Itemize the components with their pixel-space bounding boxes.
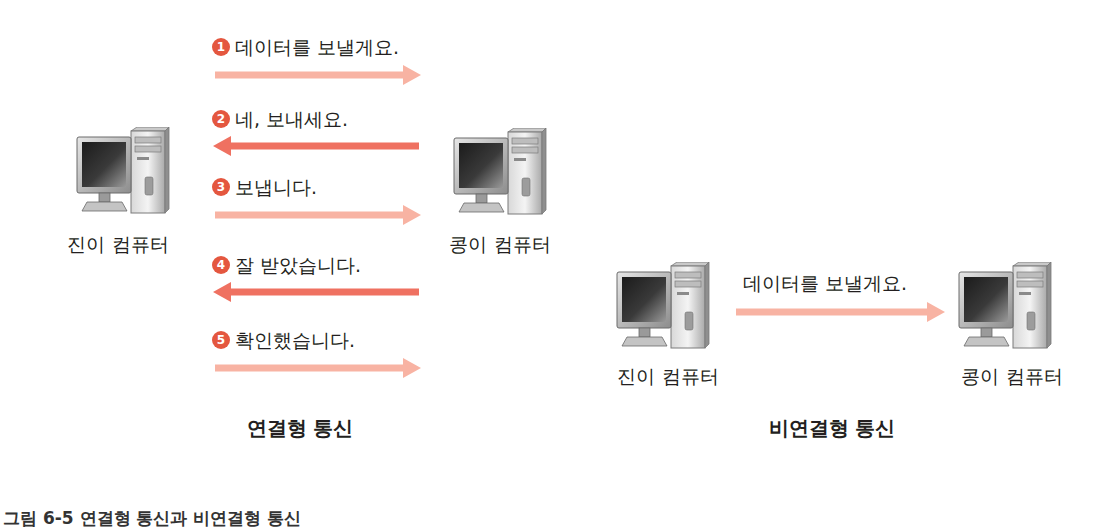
message-arrow: [231, 143, 419, 150]
callout-number: 4: [212, 256, 230, 274]
computer-node: 콩이 컴퓨터: [444, 124, 556, 256]
computer-label: 콩이 컴퓨터: [449, 233, 550, 256]
section-caption: 연결형 통신: [247, 416, 354, 440]
message-label: 데이터를 보낼게요.: [743, 272, 907, 295]
callout-number: 2: [212, 110, 230, 128]
message-label: 데이터를 보낼게요.: [235, 36, 399, 59]
computer-label: 진이 컴퓨터: [617, 365, 718, 388]
computer-icon: [77, 127, 169, 213]
message-arrow: [736, 309, 927, 316]
message-arrow: [215, 72, 403, 79]
message-arrow: [215, 212, 403, 219]
callout-number: 5: [212, 331, 230, 349]
computer-node: 진이 컴퓨터: [608, 258, 728, 388]
computer-label: 진이 컴퓨터: [67, 233, 168, 256]
computer-label: 콩이 컴퓨터: [961, 365, 1062, 388]
computer-node: 콩이 컴퓨터: [951, 258, 1073, 388]
computer-icon: [454, 128, 546, 214]
computer-icon: [617, 262, 709, 348]
message-arrow: [215, 365, 403, 372]
message-label: 보냅니다.: [235, 176, 317, 199]
computer-icon: [959, 262, 1051, 348]
callout-number: 1: [212, 38, 230, 56]
message-label: 네, 보내세요.: [235, 108, 348, 131]
section-caption: 비연결형 통신: [769, 416, 896, 440]
figure-caption: 그림 6-5 연결형 통신과 비연결형 통신: [3, 508, 301, 528]
computer-node: 진이 컴퓨터: [59, 124, 177, 256]
message-label: 잘 받았습니다.: [235, 254, 361, 277]
callout-number: 3: [212, 178, 230, 196]
message-label: 확인했습니다.: [235, 329, 355, 352]
message-arrow: [231, 289, 419, 296]
